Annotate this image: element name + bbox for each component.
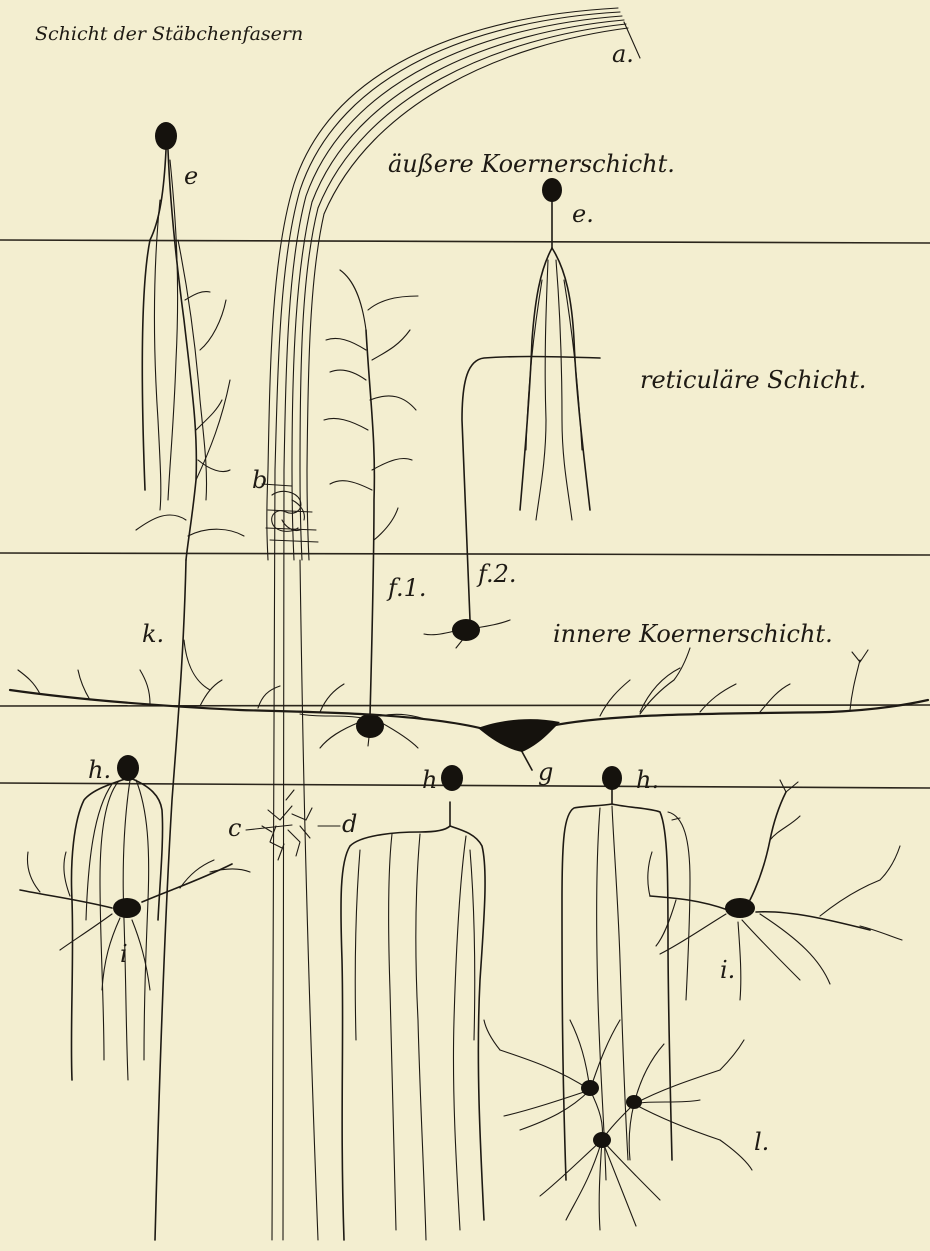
neuron-h-middle-soma xyxy=(441,765,463,791)
neuron-h-right xyxy=(562,766,690,1180)
neuron-i-right xyxy=(648,780,902,1000)
layer-boundary-line xyxy=(0,553,930,555)
label-h-left: h. xyxy=(88,756,111,784)
label-c: c xyxy=(228,814,241,842)
label-h-middle: h xyxy=(422,766,437,794)
neuron-h-left-soma xyxy=(117,755,139,781)
label-i-right: i. xyxy=(720,956,735,984)
label-a: a. xyxy=(612,40,634,68)
label-f2: f.2. xyxy=(476,560,517,588)
neuron-i-left-soma xyxy=(113,898,141,918)
label-e-left: e xyxy=(184,162,198,190)
label-l: l. xyxy=(754,1128,769,1156)
label-h-right: h. xyxy=(636,766,659,794)
layer-title-reticular: reticuläre Schicht. xyxy=(640,366,866,394)
neuron-h-right-soma xyxy=(602,766,622,790)
neuron-f1-soma xyxy=(356,714,384,738)
layer-title-outer-granular: äußere Koernerschicht. xyxy=(388,150,675,178)
cell-l-soma-1 xyxy=(581,1080,599,1096)
label-g: g xyxy=(538,758,553,786)
neuron-e-left-soma xyxy=(155,122,177,150)
terminal-arbor-c xyxy=(246,790,312,860)
neuron-g xyxy=(10,648,928,770)
label-k: k. xyxy=(142,620,164,648)
neuron-e-right xyxy=(520,178,590,520)
layer-boundary-line xyxy=(0,705,930,706)
neuron-h-left xyxy=(71,755,162,1080)
neuron-g-soma xyxy=(478,719,560,752)
label-e-right: e. xyxy=(572,200,594,228)
layer-title-inner-granular: innere Koernerschicht. xyxy=(553,620,833,648)
neuron-i-left xyxy=(20,852,250,990)
label-i-left: i xyxy=(120,940,128,968)
cell-cluster-l xyxy=(484,1020,752,1230)
neuron-f1 xyxy=(300,270,428,748)
neuron-f2 xyxy=(424,357,600,649)
plate-header: Schicht der Stäbchenfasern xyxy=(35,23,303,45)
neuron-i-right-soma xyxy=(725,898,755,918)
terminal-network-b xyxy=(262,484,318,542)
fiber-k-branch xyxy=(184,640,210,690)
cell-l-soma-2 xyxy=(626,1095,642,1109)
layer-boundary-line xyxy=(0,240,930,243)
neuron-e-right-soma xyxy=(542,178,562,202)
cell-l-soma-3 xyxy=(593,1132,611,1148)
neuron-f2-soma xyxy=(452,619,480,641)
layer-boundary-line xyxy=(0,783,930,788)
label-b: b xyxy=(252,466,267,494)
neuron-h-middle xyxy=(341,765,485,1240)
label-f1: f.1. xyxy=(386,574,427,602)
label-d: d xyxy=(342,810,357,838)
